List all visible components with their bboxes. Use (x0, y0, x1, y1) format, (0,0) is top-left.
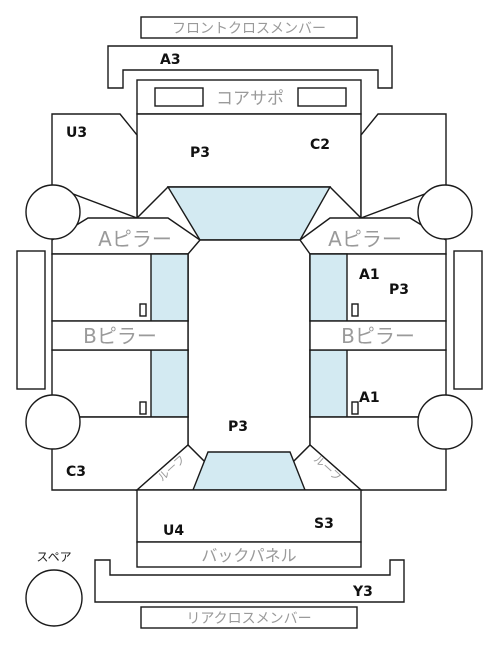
headlight-left (154, 87, 204, 107)
rear-window (191, 451, 307, 491)
wheel-rear-left (25, 394, 81, 450)
front-cross-member-box (140, 16, 358, 39)
side-sill-right (453, 250, 483, 390)
rear-door-handle-left (139, 401, 147, 415)
b-pillar-right (309, 320, 447, 351)
front-window-right (309, 253, 348, 322)
headlight-right (297, 87, 347, 107)
rear-cross-member-label: リアクロスメンバー (186, 611, 311, 627)
b-pillar-left (51, 320, 189, 351)
b-pillar-right-label: Bピラー (341, 324, 415, 348)
front-door-handle-left (139, 303, 147, 317)
windshield (166, 186, 332, 241)
code-a1-upper: A1 (359, 267, 380, 283)
core-support-label: コアサポ (216, 89, 284, 109)
back-panel (136, 541, 362, 568)
rear-window-left (150, 349, 189, 418)
spare-tire (25, 569, 83, 627)
code-a1-lower: A1 (359, 390, 380, 406)
a-pillar-right-label: Aピラー (328, 227, 402, 251)
back-panel-label: バックパネル (201, 546, 296, 565)
rear-window-right (309, 349, 348, 418)
wheel-front-right (417, 184, 473, 240)
side-sill-left (16, 250, 46, 390)
code-p3-right: P3 (389, 282, 409, 298)
rear-cross-member-box (140, 606, 358, 629)
rear-bumper-reinforcement (94, 559, 405, 603)
wheel-front-left (25, 184, 81, 240)
wheel-rear-right (417, 394, 473, 450)
rear-door-handle-right (351, 401, 359, 415)
front-door-handle-right (351, 303, 359, 317)
code-y3: Y3 (352, 584, 373, 600)
code-u4: U4 (163, 523, 184, 539)
a-pillar-left-label: Aピラー (98, 227, 172, 251)
front-cross-member-label: フロントクロスメンバー (172, 21, 326, 37)
code-c3: C3 (66, 464, 86, 480)
front-fender-left (51, 113, 138, 220)
code-s3: S3 (314, 516, 334, 532)
front-bumper-reinforcement (107, 45, 393, 89)
b-pillar-left-label: Bピラー (83, 324, 157, 348)
roof (187, 239, 311, 466)
code-p3-roof: P3 (228, 419, 248, 435)
code-u3: U3 (66, 125, 87, 141)
code-a3: A3 (160, 52, 181, 68)
spare-label: スペア (36, 550, 71, 564)
code-c2: C2 (310, 137, 330, 153)
front-fender-right (360, 113, 447, 220)
front-window-left (150, 253, 189, 322)
code-p3-hood: P3 (190, 145, 210, 161)
